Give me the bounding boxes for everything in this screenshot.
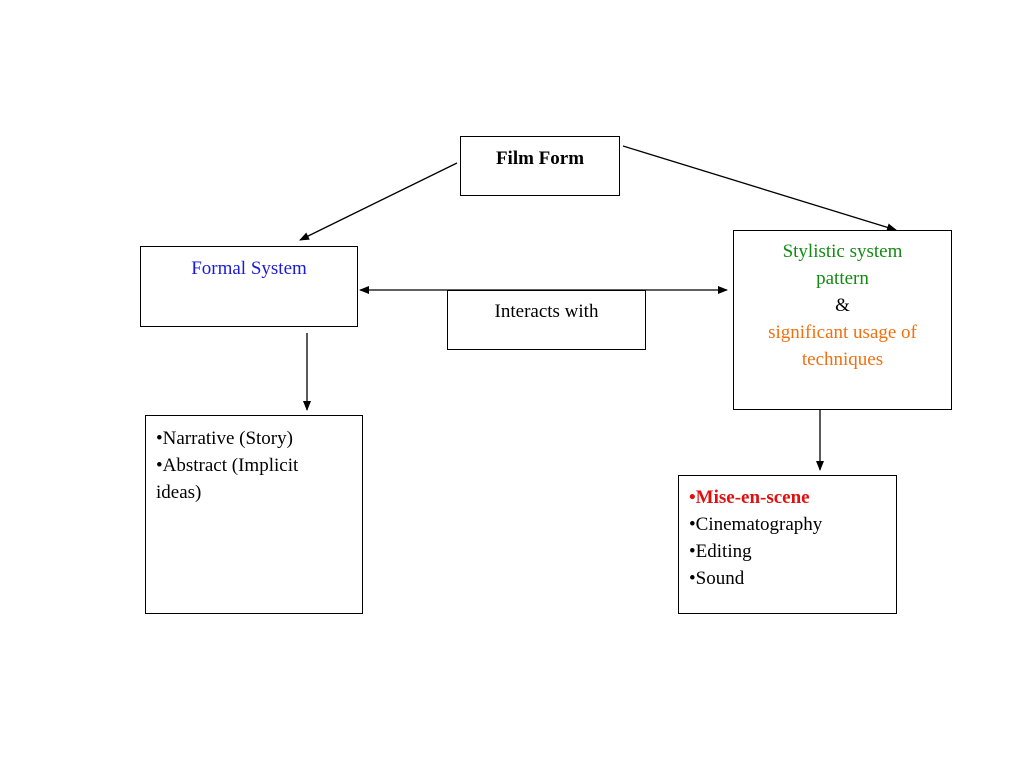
formal-system-box: Formal System xyxy=(140,246,358,327)
formal-system-list-box: •Narrative (Story) •Abstract (Implicit i… xyxy=(145,415,363,614)
stylistic-system-box: Stylistic system pattern & significant u… xyxy=(733,230,952,410)
stylistic-system-list-box: •Mise-en-scene •Cinematography •Editing … xyxy=(678,475,897,614)
stylistic-ampersand: & xyxy=(835,295,850,316)
list-item: •Abstract (Implicit xyxy=(156,455,299,476)
list-item: •Cinematography xyxy=(689,514,823,535)
interacts-with-label: Interacts with xyxy=(494,301,599,322)
list-item: •Editing xyxy=(689,541,752,562)
list-item: •Sound xyxy=(689,568,745,589)
list-item: •Narrative (Story) xyxy=(156,428,293,449)
stylistic-line-4: techniques xyxy=(801,349,884,370)
stylistic-line-1: Stylistic system xyxy=(782,241,903,262)
film-form-label: Film Form xyxy=(495,148,585,169)
arrow-film-to-formal xyxy=(299,162,458,241)
arrow-film-to-stylistic xyxy=(622,145,897,232)
stylistic-line-3: significant usage of xyxy=(768,322,917,343)
interacts-with-box: Interacts with xyxy=(447,290,646,350)
list-item: ideas) xyxy=(156,482,202,503)
list-item: •Mise-en-scene xyxy=(689,487,810,508)
film-form-box: Film Form xyxy=(460,136,620,196)
stylistic-line-2: pattern xyxy=(816,268,869,289)
formal-system-label: Formal System xyxy=(191,258,307,279)
